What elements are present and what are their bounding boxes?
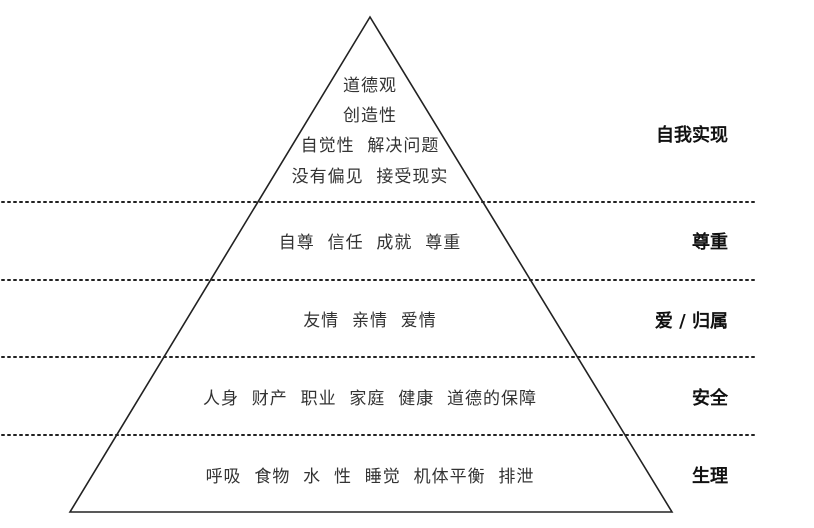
level-safety: 人身 财产 职业 家庭 健康 道德的保障 安全 [203,387,729,409]
level-label: 尊重 [692,231,728,253]
level-item-text: 创造性 [343,106,397,126]
level-self-actualization: 道德观 创造性 自觉性 解决问题 没有偏见 接受现实 自我实现 [292,76,728,187]
level-item-text: 呼吸 食物 水 性 睡觉 机体平衡 排泄 [206,467,535,487]
level-love-belonging: 友情 亲情 爱情 爱 / 归属 [303,310,728,332]
level-label: 生理 [692,465,728,487]
level-physiological: 呼吸 食物 水 性 睡觉 机体平衡 排泄 生理 [206,465,728,487]
level-item-text: 自觉性 解决问题 [301,136,440,156]
level-item-text: 人身 财产 职业 家庭 健康 道德的保障 [203,389,537,409]
pyramid-outline [68,15,674,513]
level-item-text: 自尊 信任 成就 尊重 [279,233,461,253]
level-label: 自我实现 [656,124,728,146]
level-item-text: 友情 亲情 爱情 [303,311,437,331]
level-esteem: 自尊 信任 成就 尊重 尊重 [279,231,728,253]
level-item-text: 没有偏见 接受现实 [292,167,449,187]
level-label: 爱 / 归属 [655,310,728,332]
level-label: 安全 [692,387,729,409]
level-item-text: 道德观 [343,76,397,96]
